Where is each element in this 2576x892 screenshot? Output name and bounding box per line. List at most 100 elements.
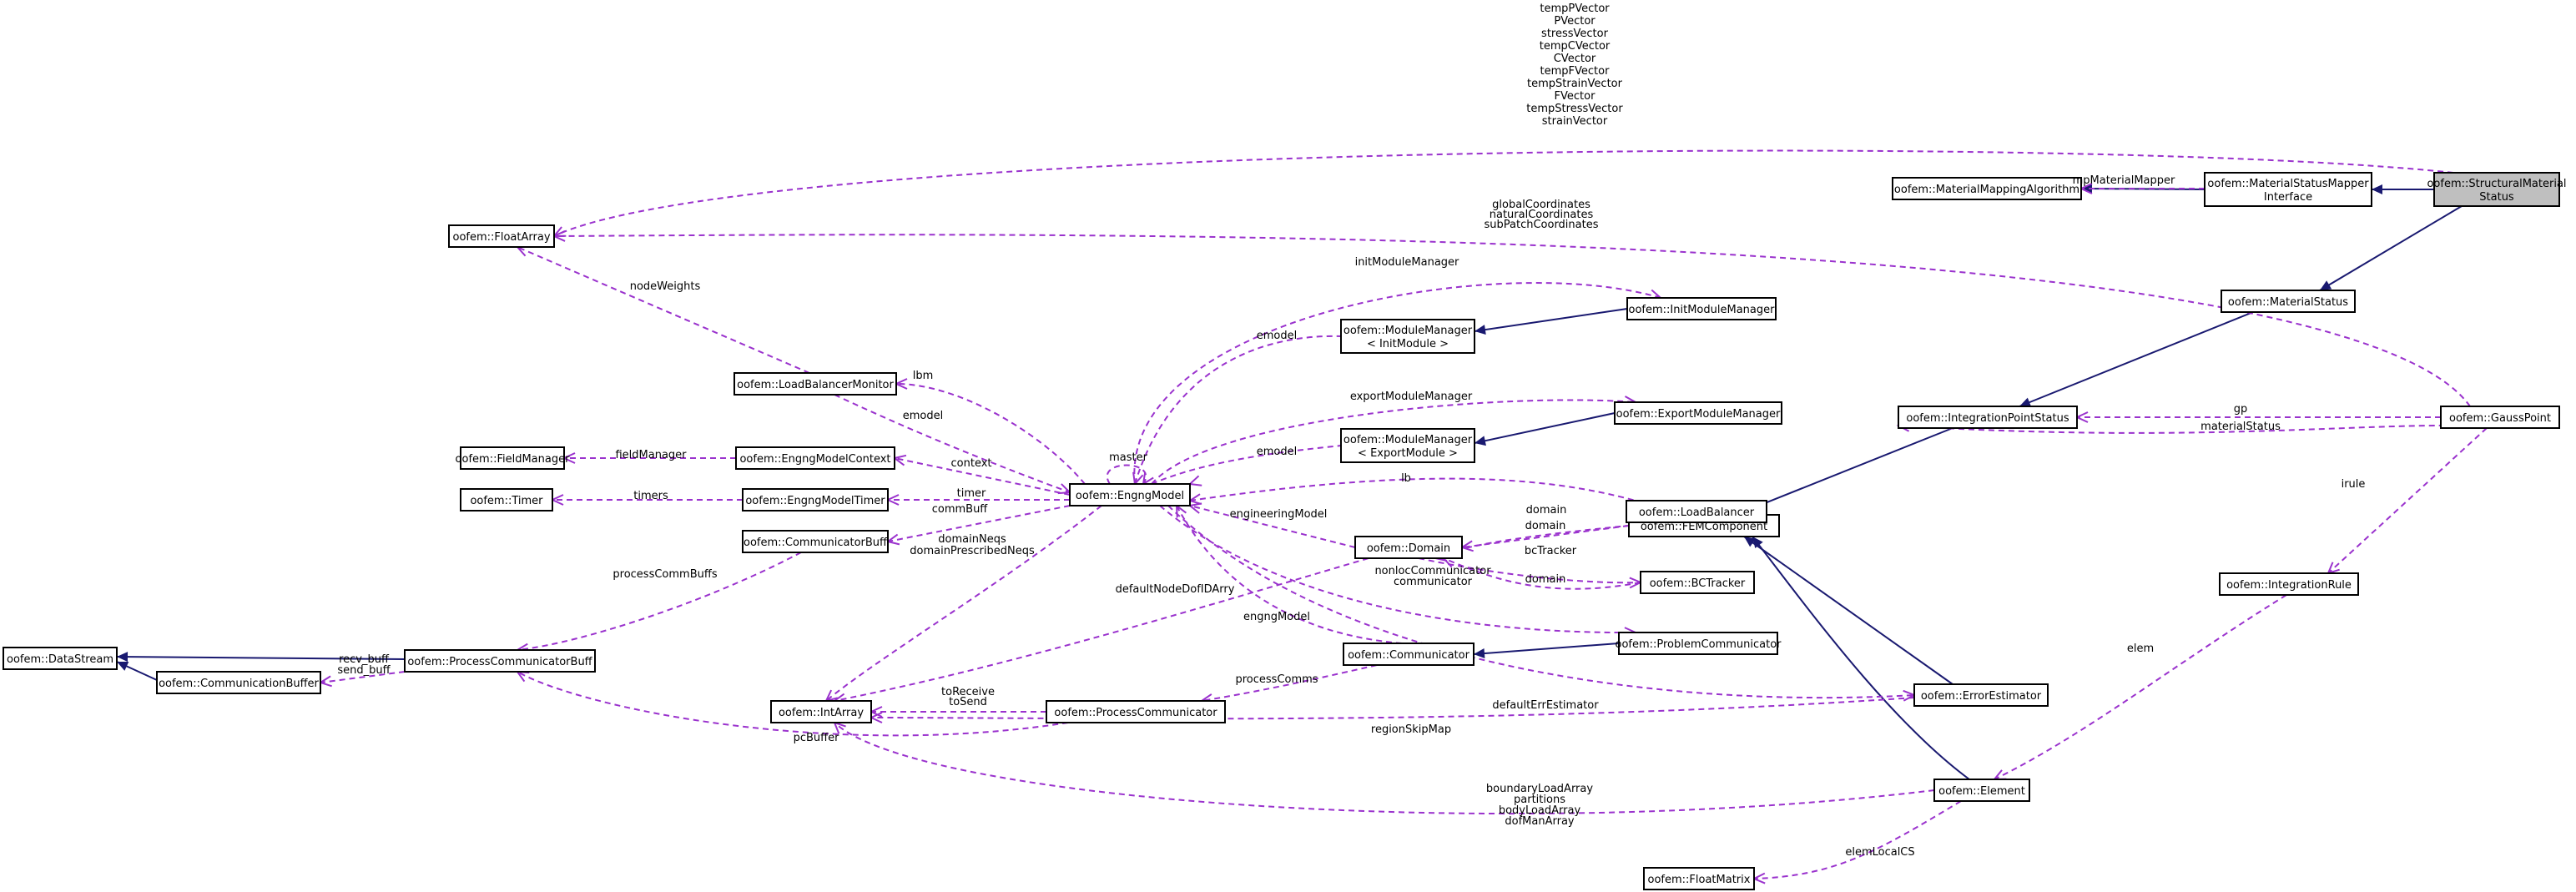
class-node-process-communicator[interactable]: oofem::ProcessCommunicator	[1046, 700, 1226, 723]
class-node-process-communicator-buff[interactable]: oofem::ProcessCommunicatorBuff	[404, 649, 596, 673]
usage-edge-20	[1151, 399, 1636, 485]
usage-edge-34	[1189, 505, 1356, 548]
arrowhead-icon	[2019, 397, 2032, 407]
usage-edge-43	[1201, 664, 1378, 702]
class-node-communication-buffer[interactable]: oofem::CommunicationBuffer	[156, 671, 321, 694]
class-node-init-module-manager[interactable]: oofem::InitModuleManager	[1626, 297, 1777, 320]
class-node-field-manager[interactable]: oofem::FieldManager	[456, 446, 571, 470]
class-node-material-mapping-algorithm[interactable]: oofem::MaterialMappingAlgorithm	[1892, 177, 2082, 200]
class-node-export-module-manager[interactable]: oofem::ExportModuleManager	[1614, 401, 1782, 425]
arrowhead-icon	[1187, 475, 1202, 486]
edge-label-emodel-lbm: emodel	[903, 410, 943, 422]
usage-edge-39	[834, 557, 1369, 702]
class-node-float-array[interactable]: oofem::FloatArray	[448, 224, 555, 248]
class-node-engng-model-timer[interactable]: oofem::EngngModelTimer	[742, 488, 889, 512]
usage-edge-15	[517, 246, 810, 374]
class-name: oofem::StructuralMaterial	[2427, 178, 2566, 190]
class-node-engng-model[interactable]: oofem::EngngModel	[1069, 483, 1191, 506]
edge-label-process-comms: processComms	[1235, 673, 1318, 686]
class-name: oofem::FloatArray	[452, 231, 550, 244]
class-name: oofem::ProcessCommunicatorBuff	[407, 656, 592, 668]
class-node-problem-communicator[interactable]: oofem::ProblemCommunicator	[1615, 632, 1782, 655]
class-node-error-estimator[interactable]: oofem::ErrorEstimator	[1913, 683, 2049, 707]
edge-label-pc-buffer: pcBuffer	[794, 732, 840, 744]
usage-edge-17	[1134, 335, 1342, 485]
class-name: oofem::ErrorEstimator	[1921, 690, 2042, 703]
usage-edge-21	[1151, 445, 1342, 485]
edge-label-to-receive: toReceive	[941, 686, 995, 698]
edge-label-sms-floatarray: tempPVector	[1540, 3, 1610, 15]
class-node-load-balancer-monitor[interactable]: oofem::LoadBalancerMonitor	[733, 372, 897, 396]
arrowhead-icon	[1142, 471, 1154, 486]
edge-label-element-int-array: dofManArray	[1505, 815, 1575, 828]
edge-label-domain-neqs: domainPrescribedNeqs	[910, 545, 1035, 557]
class-node-engng-model-context[interactable]: oofem::EngngModelContext	[735, 446, 895, 470]
class-node-module-manager-init[interactable]: oofem::ModuleManager< InitModule >	[1340, 319, 1475, 354]
edge-label-elem: elem	[2127, 643, 2154, 655]
class-name: oofem::EngngModelTimer	[745, 495, 885, 507]
usage-edge-42	[320, 671, 406, 683]
class-name: oofem::FloatMatrix	[1648, 874, 1751, 886]
class-node-material-status[interactable]: oofem::MaterialStatus	[2221, 290, 2356, 313]
edge-label-export-module-manager: exportModuleManager	[1350, 391, 1473, 403]
class-name: oofem::LoadBalancerMonitor	[737, 379, 894, 391]
inheritance-edge-3	[2019, 311, 2254, 407]
edge-label-element-int-array: bodyLoadArray	[1499, 804, 1581, 817]
class-node-communicator[interactable]: oofem::Communicator	[1343, 643, 1475, 666]
arrowhead-icon	[2320, 280, 2332, 290]
arrowhead-icon	[2081, 184, 2093, 194]
edge-label-bc-tracker: bcTracker	[1525, 545, 1577, 557]
usage-edge-12	[553, 149, 2454, 237]
edge-label-sms-floatarray: FVector	[1555, 90, 1596, 103]
edge-label-default-node-dof: defaultNodeDofIDArry	[1116, 583, 1235, 596]
edge-label-init-module-manager: initModuleManager	[1355, 256, 1459, 269]
arrowhead-icon	[1752, 537, 1763, 548]
inheritance-edge-7	[1473, 643, 1620, 655]
inheritance-edge-5	[1474, 308, 1628, 332]
arrowhead-icon	[1475, 325, 1486, 335]
inheritance-edge-2	[2319, 205, 2463, 291]
usage-edge-40	[1159, 505, 1636, 634]
class-node-bc-tracker[interactable]: oofem::BCTracker	[1640, 571, 1755, 594]
arrowhead-icon	[892, 454, 907, 466]
class-node-element[interactable]: oofem::Element	[1933, 779, 2030, 802]
class-node-communicator-buff[interactable]: oofem::CommunicatorBuff	[742, 530, 889, 553]
edge-label-gp-floatarray: subPatchCoordinates	[1484, 219, 1598, 231]
class-name: oofem::FieldManager	[456, 453, 571, 466]
class-node-gauss-point[interactable]: oofem::GaussPoint	[2440, 406, 2560, 429]
edge-label-lb: lb	[1401, 472, 1411, 485]
class-name: < InitModule >	[1367, 338, 1449, 350]
usage-edge-49	[834, 722, 1935, 815]
class-node-domain[interactable]: oofem::Domain	[1354, 536, 1463, 559]
edge-label-engineering-model: engineeringModel	[1230, 508, 1328, 521]
usage-edge-18	[895, 383, 1086, 485]
edge-label-irule: irule	[2342, 478, 2366, 491]
edge-label-sms-floatarray: tempCVector	[1540, 40, 1611, 53]
class-node-load-balancer[interactable]: oofem::LoadBalancer	[1626, 500, 1767, 523]
class-node-data-stream[interactable]: oofem::DataStream	[3, 647, 118, 670]
class-name: oofem::ProblemCommunicator	[1615, 638, 1782, 651]
class-node-timer[interactable]: oofem::Timer	[460, 488, 553, 512]
class-node-float-matrix[interactable]: oofem::FloatMatrix	[1643, 867, 1755, 890]
arrowhead-icon	[2372, 184, 2382, 194]
class-node-module-manager-export[interactable]: oofem::ModuleManager< ExportModule >	[1340, 428, 1475, 463]
edge-label-engng-model-comm: engngModel	[1243, 611, 1310, 623]
class-name: oofem::FEMComponent	[1641, 521, 1767, 533]
usage-edge-30	[1189, 477, 1636, 501]
edge-label-sms-floatarray: PVector	[1554, 15, 1596, 28]
arrowhead-icon	[1475, 436, 1486, 446]
class-node-integration-rule[interactable]: oofem::IntegrationRule	[2219, 572, 2359, 596]
edge-label-nonloc-comm: nonlocCommunicator	[1374, 565, 1491, 577]
edge-label-domain-fem: domain	[1525, 520, 1566, 532]
class-name: oofem::EngngModelContext	[739, 453, 890, 466]
arrowhead-icon	[117, 652, 129, 663]
usage-edge-22	[1107, 464, 1147, 485]
class-node-integration-point-status[interactable]: oofem::IntegrationPointStatus	[1898, 406, 2078, 429]
class-name: oofem::LoadBalancer	[1639, 506, 1755, 519]
arrowhead-icon	[515, 670, 530, 683]
arrowhead-icon	[117, 661, 129, 671]
class-node-int-array[interactable]: oofem::IntArray	[770, 700, 872, 723]
